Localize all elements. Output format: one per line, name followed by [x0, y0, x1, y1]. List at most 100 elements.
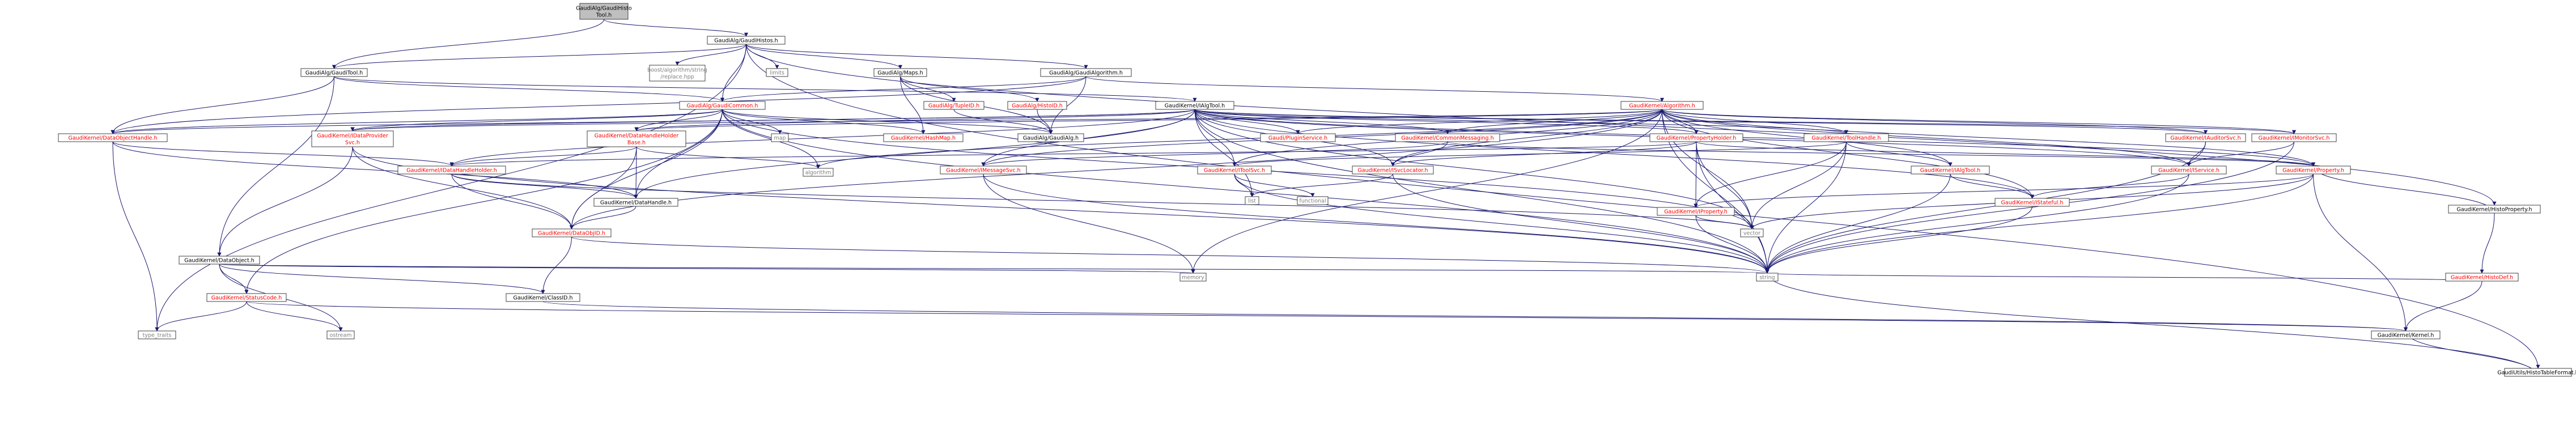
file-node-box — [1017, 133, 1084, 142]
file-node-itoolsvc[interactable]: GaudiKernel/IToolSvc.h — [1197, 165, 1272, 175]
file-node-label: GaudiKernel/HistoProperty.h — [2456, 207, 2532, 213]
file-node-box — [179, 256, 260, 265]
edge-algorithm-to-iservice — [1662, 109, 2191, 167]
file-node-label: GaudiKernel/DataObjectHandle.h — [68, 135, 157, 142]
file-node-tupleid[interactable]: GaudiAlg/TupleID.h — [923, 101, 984, 110]
dependency-edge — [219, 264, 1768, 274]
edge-dataobject-to-statuscode — [219, 264, 249, 294]
file-node-imonitorsvc[interactable]: GaudiKernel/IMonitorSvc.h — [2251, 133, 2337, 142]
file-node-box — [766, 68, 788, 77]
edge-histotableformat-to-string — [1765, 273, 2539, 377]
file-node-label: limits — [770, 70, 784, 77]
file-node-algorithm[interactable]: GaudiKernel/Algorithm.h — [1620, 101, 1704, 110]
edge-toolhandle-to-iproperty — [1694, 141, 1847, 208]
edge-algorithm-to-datahandleholderbase — [635, 109, 1662, 131]
file-node-label: GaudiKernel/DataObject.h — [184, 258, 254, 264]
file-node-box — [58, 133, 168, 142]
dependency-edge — [1765, 273, 2539, 377]
edge-gaudialgorithm-to-algorithm — [1085, 76, 1664, 102]
dependency-edge — [219, 264, 545, 294]
file-node-box — [1657, 207, 1735, 216]
file-node-isvclocator[interactable]: GaudiKernel/ISvcLocator.h — [1352, 165, 1434, 175]
file-node-label: GaudiKernel/IAlgTool.h — [1920, 168, 1980, 174]
file-node-pluginservice[interactable]: Gaudi/PluginService.h — [1260, 133, 1336, 142]
file-node-toolhandle[interactable]: GaudiKernel/ToolHandle.h — [1803, 133, 1889, 142]
dependency-edge — [2311, 165, 2495, 214]
dependency-edge — [111, 76, 1087, 134]
edge-classid-to-kernel — [542, 301, 2408, 332]
file-node-histotableformat[interactable]: GaudiUtils/HistoTableFormat.h — [2497, 368, 2576, 377]
file-node-gaudicommon[interactable]: GaudiAlg/GaudiCommon.h — [679, 101, 766, 110]
file-node-histoprop[interactable]: GaudiKernel/HistoProperty.h — [2448, 205, 2541, 214]
dependency-edge — [332, 19, 604, 69]
dependency-edge — [451, 173, 638, 199]
file-node-imessagesvc[interactable]: GaudiKernel/IMessageSvc.h — [940, 165, 1027, 175]
file-node-kernel[interactable]: GaudiKernel/Kernel.h — [2371, 330, 2441, 339]
edge-gauditool-to-dataobjhandle — [111, 76, 334, 134]
file-node-gauditool[interactable]: GaudiAlg/GaudiTool.h — [300, 68, 368, 77]
file-node-gaudihistos[interactable]: GaudiAlg/GaudiHistos.h — [707, 36, 786, 45]
file-node-gaudialgorithm[interactable]: GaudiAlg/GaudiAlgorithm.h — [1040, 68, 1132, 77]
file-node-box — [300, 68, 368, 77]
file-node-property[interactable]: GaudiKernel/Property.h — [2276, 165, 2351, 175]
dependency-edge — [1662, 109, 1699, 134]
file-node-boostalgo: boost/algorithm/string/replace.hpp — [647, 65, 707, 82]
file-node-istateful[interactable]: GaudiKernel/IStateful.h — [1994, 198, 2070, 207]
file-node-box — [1040, 68, 1132, 77]
dependency-edge — [1662, 109, 2315, 167]
file-node-gaudialgh[interactable]: GaudiAlg/GaudiAlg.h — [1017, 133, 1084, 142]
edge-ialgtool-to-list — [1194, 109, 1254, 197]
file-node-label: ostream — [329, 333, 351, 339]
edge-propertyholder-to-vector — [1696, 141, 1754, 230]
edge-algorithm-to-property — [1662, 109, 2315, 167]
file-node-box — [138, 330, 176, 339]
file-node-propertyholder[interactable]: GaudiKernel/PropertyHolder.h — [1649, 133, 1743, 142]
file-node-box — [2504, 368, 2572, 377]
dependency-edge — [112, 141, 159, 332]
edge-gaudihistos-to-maps — [746, 44, 902, 69]
dependency-edge — [722, 109, 782, 134]
dependency-edge — [1194, 109, 2315, 167]
file-node-label: Tool.h — [596, 12, 612, 19]
edge-gaudihistos-to-gaudialgorithm — [746, 44, 1088, 69]
file-node-label: list — [1248, 198, 1256, 205]
file-node-datahandle[interactable]: GaudiKernel/DataHandle.h — [593, 198, 678, 207]
edge-algorithm-to-isvclocator — [1391, 109, 1662, 167]
file-node-label: GaudiAlg/GaudiTool.h — [305, 70, 363, 77]
file-node-histoid[interactable]: GaudiAlg/HistoID.h — [1007, 101, 1067, 110]
dependency-edge — [816, 109, 1662, 169]
edge-ialgtool-to-datahandleholderbase — [634, 109, 1195, 131]
file-node-iservice[interactable]: GaudiKernel/IService.h — [2151, 165, 2227, 175]
file-node-iauditorsvc[interactable]: GaudiKernel/IAuditorSvc.h — [2165, 133, 2246, 142]
file-node-histodef[interactable]: GaudiKernel/HistoDef.h — [2445, 273, 2519, 282]
edge-commonmessaging-to-property — [1447, 141, 2315, 167]
file-node-ialgtool2[interactable]: GaudiKernel/IAlgTool.h — [1911, 165, 1990, 175]
edge-gaudicommon-to-dataobjhandle — [111, 109, 723, 134]
file-node-dataobject[interactable]: GaudiKernel/DataObject.h — [179, 256, 260, 265]
file-node-commonmessaging[interactable]: GaudiKernel/CommonMessaging.h — [1395, 133, 1500, 142]
file-node-hashmap[interactable]: GaudiKernel/HashMap.h — [883, 133, 964, 142]
edge-iauditorsvc-to-iservice — [2187, 141, 2206, 167]
dependency-edge — [1662, 109, 2296, 134]
dependency-edge — [720, 76, 1087, 102]
dependency-edge — [675, 44, 746, 66]
file-node-statuscode[interactable]: GaudiKernel/StatusCode.h — [206, 293, 287, 302]
file-node-box — [206, 293, 287, 302]
file-node-dataobjid[interactable]: GaudiKernel/DataObjID.h — [532, 228, 612, 237]
edge-gauditool-to-dataobject — [217, 76, 334, 257]
file-node-dataobjhandle[interactable]: GaudiKernel/DataObjectHandle.h — [58, 133, 168, 142]
file-node-ialgtool[interactable]: GaudiKernel/IAlgTool.h — [1155, 101, 1234, 110]
file-node-box — [587, 130, 686, 147]
edge-propertyholder-to-idatahandleholder — [450, 141, 1697, 167]
file-node-iproperty[interactable]: GaudiKernel/IProperty.h — [1657, 207, 1735, 216]
file-node-maps[interactable]: GaudiAlg/Maps.h — [873, 68, 927, 77]
file-node-classid[interactable]: GaudiKernel/ClassID.h — [506, 293, 580, 302]
file-node-idatahandleholder[interactable]: GaudiKernel/IDataHandleHolder.h — [397, 165, 506, 175]
file-node-label: GaudiKernel/ToolHandle.h — [1812, 135, 1881, 142]
file-node-box — [1007, 101, 1067, 110]
dependency-edge — [542, 301, 2408, 332]
dependency-edge — [1194, 109, 1300, 134]
